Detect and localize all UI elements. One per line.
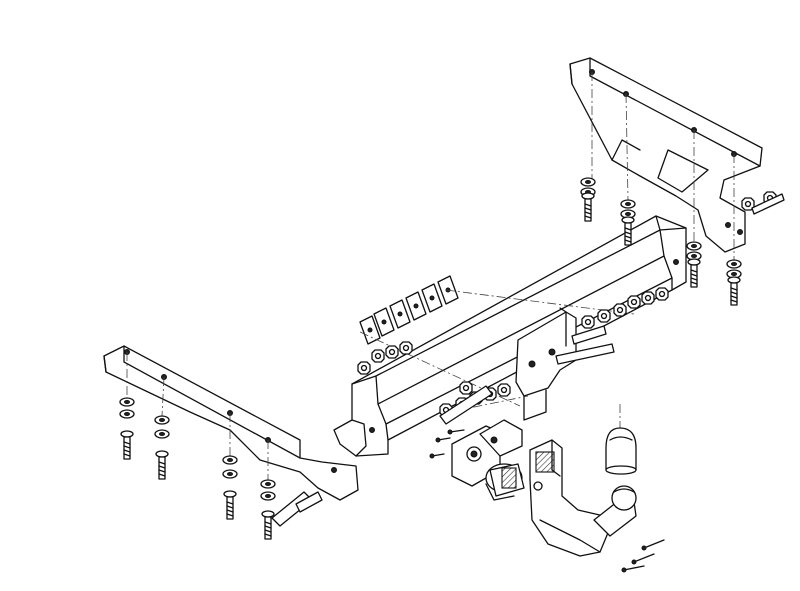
left-side-bracket — [103, 345, 359, 501]
electrical-socket — [485, 463, 525, 501]
main-crossbar — [333, 215, 687, 457]
bolts-and-nuts — [119, 177, 785, 573]
ball-cover-cap — [605, 427, 637, 475]
right-side-bracket — [569, 57, 763, 253]
tow-ball — [611, 485, 637, 511]
